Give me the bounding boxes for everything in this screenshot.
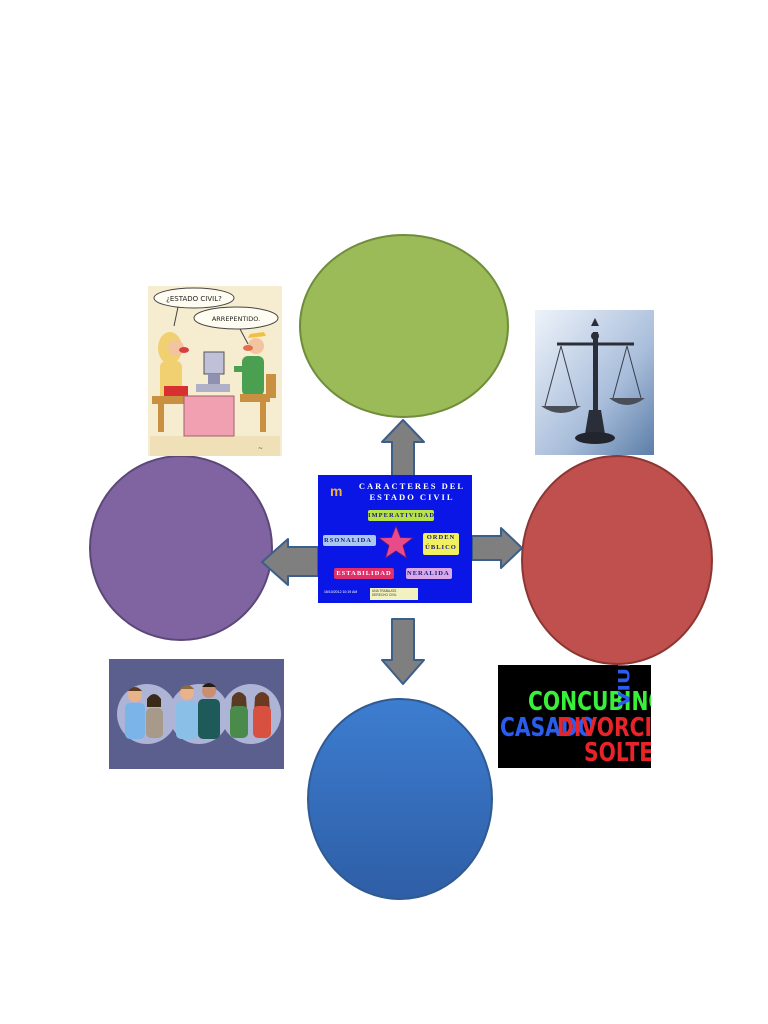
slide-item-estabilidad: ESTABILIDAD (334, 568, 394, 579)
slide-item-generalidad: NERALIDA (406, 568, 452, 579)
people-image (109, 659, 284, 769)
slide-item-imperatividad: IMPERATIVIDAD (368, 510, 434, 521)
arrow-right (471, 527, 523, 569)
word-casado: CASADO (500, 713, 595, 743)
slide-title: CARACTERES DEL ESTADO CIVIL (354, 481, 470, 503)
slide-title-line-2: ESTADO CIVIL (369, 492, 455, 502)
slide-footer-line-1: UNA TRABAJOS (372, 589, 397, 593)
arrow-left (261, 538, 319, 586)
word-soltero: SOLTERO (584, 738, 651, 768)
slide-title-line-1: CARACTERES DEL (358, 481, 466, 491)
svg-text:~: ~ (258, 445, 263, 452)
circle-right-red (521, 455, 713, 665)
cartoon-bubble-1: ¿ESTADO CIVIL? (166, 295, 222, 303)
slide-item-orden-publico: ORDEN ÚBLICO (423, 533, 459, 555)
center-slide: m CARACTERES DEL ESTADO CIVIL IMPERATIVI… (318, 475, 472, 603)
word-viudo: VIUDO (614, 665, 647, 715)
word-viudo-text: VIUDO (614, 665, 634, 707)
star-icon (378, 525, 414, 559)
slide-date: 16/10/2012 10:19 AM (324, 590, 358, 594)
word-divorciado: DIVORCIADO (557, 713, 651, 743)
slide-item-orden-line-1: ORDEN (426, 534, 456, 541)
slide-footer-line-2: DERECHO CIVIL (372, 593, 397, 597)
circle-bottom-blue (307, 698, 493, 900)
cartoon-image: ¿ESTADO CIVIL? ARREPENTIDO. ~ (148, 286, 282, 456)
slide-logo: m (330, 483, 343, 499)
word-concubino: CONCUBINO (528, 687, 651, 717)
cartoon-bubble-2: ARREPENTIDO. (212, 315, 260, 323)
arrow-up (381, 419, 425, 477)
slide-footer: UNA TRABAJOS DERECHO CIVIL (370, 588, 418, 600)
scales-justice-image (535, 310, 654, 455)
circle-left-purple (89, 455, 273, 641)
circle-top-green (299, 234, 509, 418)
arrow-down (381, 618, 425, 685)
civil-status-words-image: CONCUBINO VIUDO CASADO DIVORCIADO SOLTER… (498, 665, 651, 768)
slide-item-personalidad: RSONALIDA (323, 535, 376, 546)
slide-item-orden-line-2: ÚBLICO (425, 544, 457, 551)
